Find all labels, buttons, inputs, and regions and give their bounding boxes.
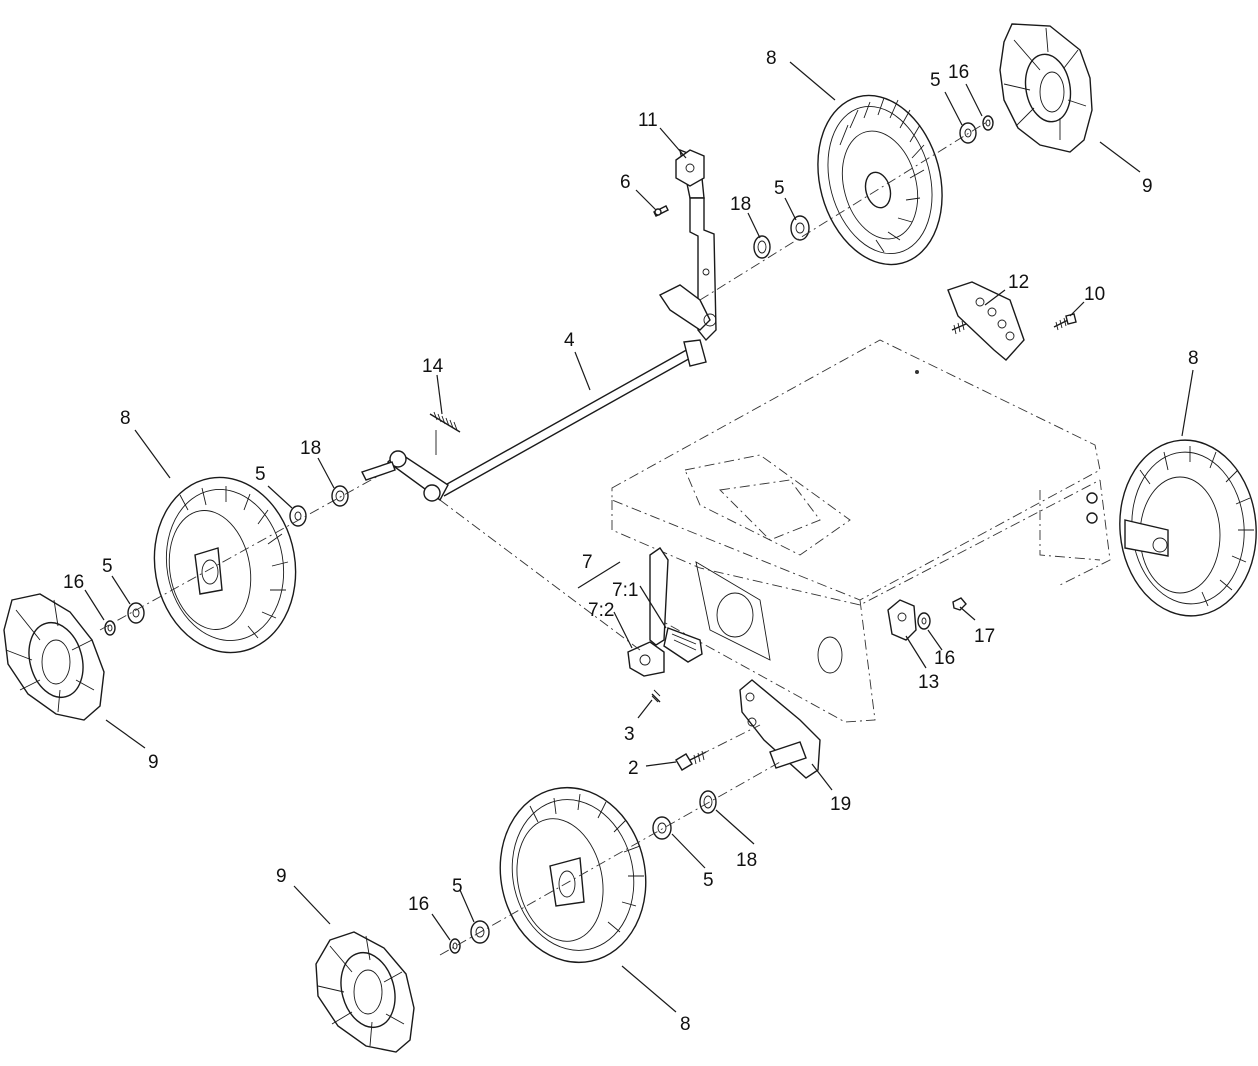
callout-3: 3 (624, 724, 635, 745)
nut-16-left (104, 620, 116, 636)
callout-7-2: 7:2 (588, 600, 614, 621)
washer-5-bottom-b (652, 816, 672, 840)
callout-5-mid: 5 (774, 178, 785, 199)
washer-18-left (331, 485, 349, 507)
hubcap-bottom (315, 931, 415, 1053)
callout-5-top: 5 (930, 70, 941, 91)
callout-18-mid: 18 (730, 194, 751, 215)
callout-7: 7 (582, 552, 593, 573)
callout-5-bottom-b: 5 (703, 870, 714, 891)
callout-16-top: 16 (948, 62, 969, 83)
callout-18-bottom: 18 (736, 850, 757, 871)
callout-9-left: 9 (148, 752, 159, 773)
plate-13 (887, 599, 917, 641)
bolt-2 (675, 750, 707, 771)
washer-5-mid (790, 215, 810, 241)
plate-19 (739, 679, 821, 779)
callout-4: 4 (564, 330, 575, 351)
washer-5-top (959, 122, 977, 144)
nut-16-bottom (449, 938, 461, 954)
washer-18-mid (753, 235, 771, 259)
callout-5-bottom-a: 5 (452, 876, 463, 897)
bolt-10 (1053, 313, 1077, 331)
wheel-right (1086, 439, 1257, 617)
callout-10: 10 (1084, 284, 1105, 305)
spring (429, 411, 461, 455)
callout-12: 12 (1008, 272, 1029, 293)
axle-rod (361, 339, 707, 502)
callout-labels: 8 5 16 9 11 6 18 5 12 10 4 14 8 8 18 5 5… (63, 48, 1199, 1035)
nut-16-right (917, 612, 931, 630)
callout-17: 17 (974, 626, 995, 647)
callout-8-top-right: 8 (766, 48, 777, 69)
callout-14: 14 (422, 356, 444, 377)
callout-16-left: 16 (63, 572, 84, 593)
nut-17 (952, 597, 967, 611)
callout-13: 13 (918, 672, 939, 693)
wheel-bottom (499, 786, 647, 964)
callout-8-right: 8 (1188, 348, 1199, 369)
callout-9-bottom: 9 (276, 866, 287, 887)
callout-9-top-right: 9 (1142, 176, 1153, 197)
nut-16-top (982, 115, 994, 131)
callout-2: 2 (628, 758, 639, 779)
bracket-7 (627, 547, 703, 703)
screw-6 (653, 205, 669, 217)
height-plate (947, 281, 1025, 361)
callout-8-bottom: 8 (680, 1014, 691, 1035)
grip-handle (675, 149, 705, 187)
wheel-top-right (817, 94, 943, 266)
hubcap-left (3, 593, 105, 721)
wheel-left (153, 476, 297, 654)
callout-5-left-b: 5 (102, 556, 113, 577)
callout-16-right: 16 (934, 648, 955, 669)
callout-11: 11 (638, 110, 658, 131)
callout-19: 19 (830, 794, 851, 815)
leader-lines (84, 61, 1194, 1013)
callout-5-left-a: 5 (255, 464, 266, 485)
callout-7-1: 7:1 (612, 580, 638, 601)
callout-18-left: 18 (300, 438, 321, 459)
deck-housing (611, 339, 1111, 723)
callout-16-bottom: 16 (408, 894, 429, 915)
callout-6: 6 (620, 172, 631, 193)
hubcap-top-right (999, 23, 1093, 153)
callout-8-left: 8 (120, 408, 131, 429)
washer-18-bottom (699, 790, 717, 814)
